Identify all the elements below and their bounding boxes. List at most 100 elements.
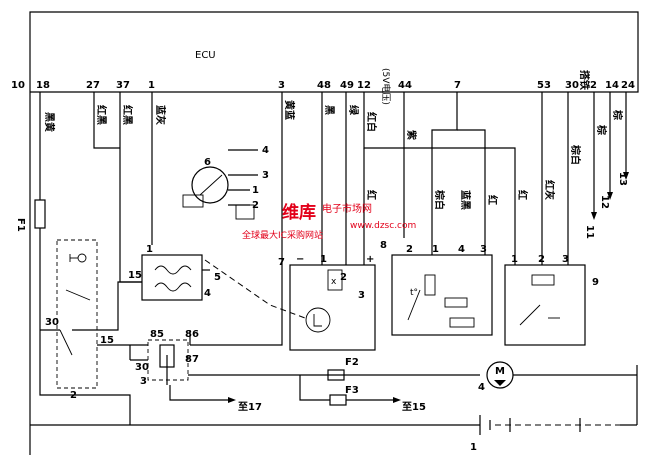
comp-8-4: 4	[458, 244, 465, 255]
relay-5: 15 1 4 5	[128, 244, 221, 301]
comp-8-2: 2	[406, 244, 413, 255]
comp-9-2: 2	[538, 254, 545, 265]
fuse-f3: F3 至15	[299, 375, 426, 413]
component-4: 4	[478, 382, 485, 393]
pin-30: 30	[565, 80, 579, 91]
term-85: 85	[150, 329, 164, 340]
motor-label: M	[495, 366, 505, 377]
pin-53: 53	[537, 80, 551, 91]
output-arrows: 11 12 13	[584, 172, 628, 239]
out-12: 12	[599, 195, 610, 209]
pump-motor: M 4	[478, 361, 638, 393]
pin-18: 18	[36, 80, 50, 91]
component-6: 6	[204, 157, 211, 168]
pin-24: 24	[621, 80, 635, 91]
wire-brown-white-a: 棕白	[433, 189, 446, 210]
fuse-f2: F2	[327, 357, 359, 381]
pin-30-note: 搭铁	[578, 70, 591, 90]
pin-3: 3	[278, 80, 285, 91]
wire-green: 绿	[347, 105, 360, 116]
wire-red-black-b: 红黑	[121, 105, 134, 125]
component-7-box: − + 7 1 2 3 x	[278, 254, 376, 351]
component-9: 9	[592, 277, 599, 288]
term-30-switch: 30	[45, 317, 59, 328]
wire-blue-black: 蓝黑	[459, 190, 472, 210]
ecu-box: ECU	[29, 11, 639, 455]
wire-brown-white-b: 棕白	[569, 144, 582, 165]
term-6-3: 3	[262, 170, 269, 181]
wire-blue-gray: 蓝灰	[154, 105, 167, 125]
comp-7-2: 2	[340, 272, 347, 283]
component-8-box: 8 2 1 4 3 t°	[380, 240, 493, 336]
wire-red-a: 红	[365, 190, 378, 200]
pin-7: 7	[454, 80, 461, 91]
pin-48: 48	[317, 80, 331, 91]
ecu-label: ECU	[195, 50, 216, 61]
comp-8-1: 1	[432, 244, 439, 255]
term-87: 87	[185, 354, 199, 365]
ecu-pins: 10 18 27 37 1 3 48 49 12 44 7 53 30 2 14…	[11, 68, 635, 105]
wire-red-white: 红白	[365, 112, 378, 132]
component-3: 3	[140, 376, 147, 387]
component-5: 5	[214, 272, 221, 283]
fuse-f3-label: F3	[345, 385, 359, 396]
comp-7-plus: +	[366, 254, 374, 265]
watermark-text: 电子市场网	[322, 202, 372, 215]
pin-49: 49	[340, 80, 354, 91]
watermark-sub: 全球最大IC采购网站	[242, 229, 323, 241]
wire-red-c: 红	[516, 190, 529, 200]
wire-red-b: 红	[486, 195, 499, 205]
pin-12-note: (5V电压)	[380, 68, 392, 105]
out-11: 11	[584, 225, 595, 239]
battery: 1	[30, 385, 638, 453]
comp-9-3: 3	[562, 254, 569, 265]
term-15-relay: 15	[128, 270, 142, 281]
component-9-box: 9 1 2 3	[504, 254, 599, 346]
pin-12: 12	[357, 80, 371, 91]
comp-7-minus: −	[296, 254, 304, 265]
term-6-2: 2	[252, 200, 259, 211]
fuse-f1: F1	[15, 199, 46, 232]
wire-brown-b: 棕	[611, 109, 624, 120]
out-13: 13	[617, 172, 628, 186]
component-1: 1	[470, 442, 477, 453]
pin-14: 14	[605, 80, 619, 91]
comp-8-temp: t°	[410, 288, 418, 298]
comp-9-1: 1	[511, 254, 518, 265]
term-6-4: 4	[262, 145, 269, 156]
main-relay-3: 85 86 30 87 3 至17	[97, 329, 480, 413]
pin-27: 27	[86, 80, 100, 91]
term-86: 86	[185, 329, 199, 340]
wire-black: 黑	[323, 105, 335, 115]
component-7: 7	[278, 257, 285, 268]
wire-red-black-a: 红黑	[95, 105, 108, 125]
term-6-1: 1	[252, 185, 259, 196]
dest-15: 至15	[402, 401, 426, 413]
term-15-switch: 15	[100, 335, 114, 346]
svg-text:x: x	[331, 277, 337, 287]
pin-37: 37	[116, 80, 130, 91]
pin-2: 2	[590, 80, 597, 91]
comp-8-3: 3	[480, 244, 487, 255]
wire-color-labels: 黑黄 红黑 红黑 蓝灰 黄蓝 黑 绿 红白 紫 红 棕白 蓝黑 红 红 红灰 棕…	[43, 100, 624, 210]
fuse-f2-label: F2	[345, 357, 359, 368]
wire-brown-a: 棕	[595, 124, 608, 135]
wire-black-yellow: 黑黄	[43, 112, 56, 132]
wire-purple: 紫	[405, 130, 418, 140]
term-4-relay: 4	[204, 288, 211, 299]
component-2: 2	[70, 390, 77, 401]
pin-1: 1	[148, 80, 155, 91]
sensor-6: 6 4 3 1 2	[182, 145, 269, 220]
ignition-switch: 30 15 2	[40, 239, 142, 401]
pin-44: 44	[398, 80, 412, 91]
watermark-logo: 维库	[282, 202, 316, 223]
comp-7-1: 1	[320, 254, 327, 265]
fuse-f1-label: F1	[15, 218, 26, 232]
comp-7-3: 3	[358, 290, 365, 301]
wires	[39, 92, 629, 425]
wire-red-gray: 红灰	[543, 180, 556, 200]
term-30-relay: 30	[135, 362, 149, 373]
watermark-url: www.dzsc.com	[350, 221, 416, 231]
term-1-relay: 1	[146, 244, 153, 255]
pin-10: 10	[11, 80, 25, 91]
